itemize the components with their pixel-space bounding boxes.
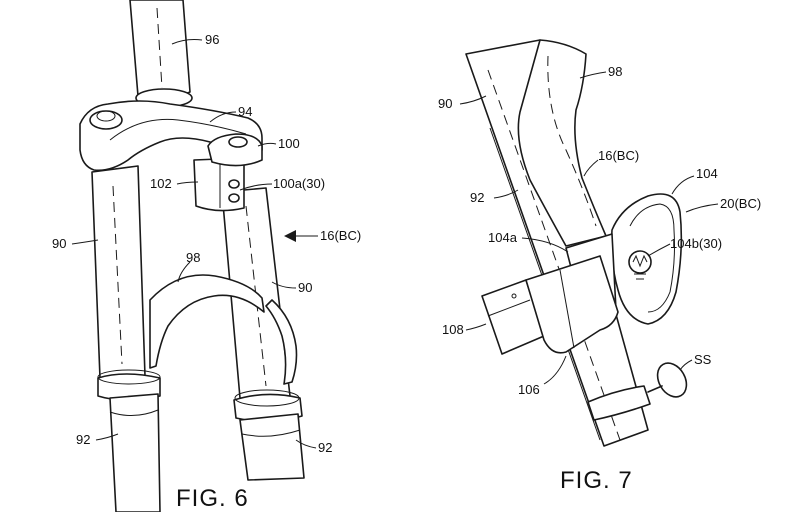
fig6-right-lower [239,413,305,481]
fig7-label-92: 92 [470,190,484,205]
fig6-label-98: 98 [186,250,200,265]
fig7-lamp-lens [629,203,675,313]
fig7-arch-centerline [547,55,597,227]
fig7-clamp-band [525,255,619,354]
fig6-leader-94 [209,111,237,123]
fig6-label-96: 96 [205,32,219,47]
fig7-label-104: 104 [696,166,718,181]
fig6-crown-bolt [89,110,123,130]
fig7-leader-104a [521,237,569,253]
fig6-right-collar-top [234,389,300,407]
fig6-leader-102 [176,181,199,185]
fig6-left-lower-band [109,409,159,416]
fig6-bracket-hole-1 [228,179,240,189]
fig7-leader-ss [679,359,693,371]
fig6-steerer-centerline [156,7,163,89]
fig7-label-104b: 104b(30) [670,236,722,251]
fig7-leader-20bc [685,203,719,213]
fig7-leader-90 [459,95,487,105]
fig7-leader-16bc [583,159,599,177]
fig6-label-100: 100 [278,136,300,151]
fig6-label-92-right: 92 [318,440,332,455]
fig6-arrow-16bc-head [284,230,296,242]
fig6-crown-ridge [109,118,247,141]
fig7-battery-edge [487,299,531,317]
fig6-leader-100a [239,183,273,191]
fig6-label-92-left: 92 [76,432,90,447]
fig7-leader-104b [647,243,671,257]
fig6-leader-98 [177,261,191,283]
fig7-leader-106 [543,355,567,385]
bulb-filament [632,254,648,268]
fig7-labels: 98 90 16(BC) 104 92 20(BC) 104a 104b(30)… [438,64,761,494]
fig6-label-102: 102 [150,176,172,191]
fig6-label-94: 94 [238,104,252,119]
fig6-leader-90-right [271,281,297,289]
fig7-label-ss: SS [694,352,712,367]
fig7-label-104a: 104a [488,230,518,245]
fig7-label-106: 106 [518,382,540,397]
fig7-leader-98 [579,71,607,79]
fig7-leader-104 [671,175,695,195]
fig6-drawing [79,0,305,512]
fig7-drawing [465,39,688,447]
fig7-label-98: 98 [608,64,622,79]
fig7-stanchion-centerline [487,69,621,441]
fig7-battery-pin [511,293,517,299]
fig6-label-100a: 100a(30) [273,176,325,191]
fig6-left-stanchion-centerline [112,185,123,365]
fig7-clamp-seam [559,269,575,349]
fig6-leader-90-left [71,239,99,245]
fig6-label-90-right: 90 [298,280,312,295]
bulb-icon [628,250,652,274]
fig6-leader-lines [71,39,318,449]
fig6-right-lower-band [241,429,301,437]
fig6-arch [149,274,265,369]
fig6-right-stanchion-centerline [245,205,267,387]
fig7-label-90: 90 [438,96,452,111]
fig6-leader-92-right [295,439,317,449]
fig7-caption: FIG. 7 [560,467,633,494]
fig7-leader-lines [459,71,719,385]
fig6-left-collar-top [97,369,161,385]
fig7-label-16bc: 16(BC) [598,148,639,163]
fig6-arch-rear [265,299,298,385]
fig6-label-16bc: 16(BC) [320,228,361,243]
fig6-leader-100 [257,142,277,147]
fig7-sensor [656,362,688,398]
fig6-connector [207,133,263,167]
fig6-label-90-left: 90 [52,236,66,251]
fig6-left-lower [109,393,161,512]
fig6-labels: 96 94 100 102 100a(30) 16(BC) 90 98 90 9… [52,32,361,512]
fig6-crown-bolt-top [96,110,116,122]
fig6-left-stanchion [91,165,146,382]
fig6-bracket-hole-2 [228,193,240,203]
fig7-leader-108 [465,323,487,331]
fig6-connector-bore [228,136,248,148]
fig6-leader-92-left [95,433,119,441]
fig7-lower-collar [587,385,651,421]
fig6-caption: FIG. 6 [176,485,249,512]
fig6-leader-96 [171,39,203,45]
bulb-base [634,273,646,280]
fig7-leader-92 [493,189,519,199]
fig7-label-108: 108 [442,322,464,337]
fig7-sensor-stem [647,385,663,393]
fig7-label-20bc: 20(BC) [720,196,761,211]
